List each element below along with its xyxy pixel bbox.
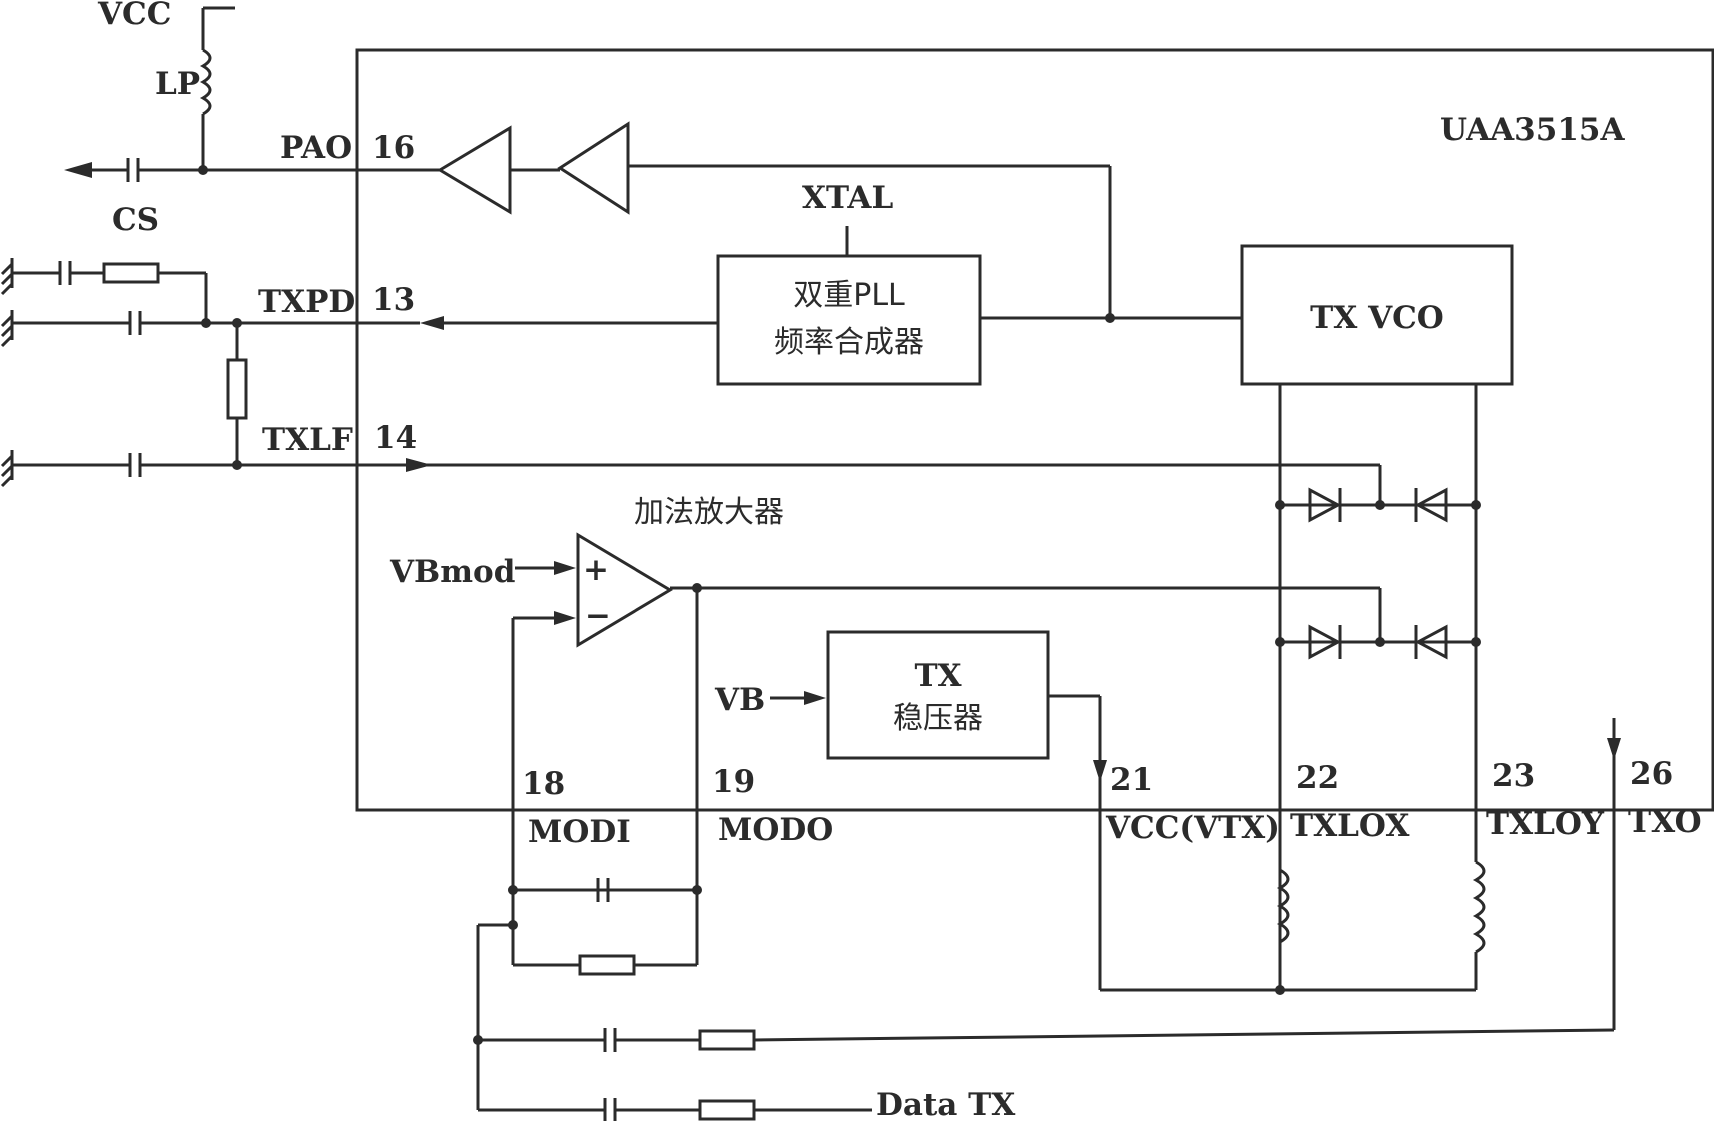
pin-txo-name: TXO — [1628, 804, 1702, 840]
pin-modo-number: 19 — [712, 764, 755, 800]
pin-pao-name: PAO — [280, 130, 352, 166]
pin-txloy-name: TXLOY — [1486, 806, 1605, 842]
tank-inductor-1 — [1276, 868, 1290, 944]
supply-network — [64, 6, 440, 182]
chip-name: UAA3515A — [1440, 112, 1625, 148]
ground-symbol-1 — [0, 258, 14, 296]
pin-modi-name: MODI — [528, 814, 631, 850]
opamp-minus: − — [585, 598, 611, 634]
loop-filter-network — [0, 258, 1380, 488]
pao-output-arrow — [64, 162, 92, 178]
summing-amp-label: 加法放大器 — [634, 495, 784, 530]
chip-outline — [355, 48, 1714, 812]
varactor-diode-3 — [1308, 624, 1342, 660]
vbmod-label: VBmod — [389, 554, 515, 590]
varactor-network — [1275, 384, 1481, 990]
regulator-label-line2: 稳压器 — [893, 701, 983, 736]
cs-label: CS — [112, 202, 159, 238]
pin-txlox-name: TXLOX — [1290, 808, 1410, 844]
pin-txpd-name: TXPD — [258, 284, 355, 320]
xtal-label: XTAL — [802, 180, 893, 216]
pin-modo-name: MODO — [718, 812, 833, 848]
vco-label: TX VCO — [1310, 300, 1444, 336]
summing-amplifier — [576, 532, 673, 648]
pin-txlf-name: TXLF — [262, 422, 353, 458]
data-resistor — [698, 1099, 756, 1121]
lp-inductor — [199, 48, 212, 116]
feedback-resistor — [578, 954, 636, 976]
vb-label: VB — [714, 682, 765, 718]
pin-pao-number: 16 — [372, 130, 415, 166]
tank-inductors — [1100, 860, 1486, 995]
varactor-diode-1 — [1308, 487, 1342, 523]
varactor-diode-4 — [1414, 624, 1448, 660]
filter-resistor-1 — [102, 262, 160, 284]
filter-resistor-2 — [226, 358, 248, 420]
pin-vcc-vtx-name: VCC(VTX) — [1105, 810, 1280, 846]
txo-feedback-resistor — [698, 1029, 756, 1051]
pll-label-line1: 双重PLL — [793, 278, 905, 313]
pin-txlox-number: 22 — [1296, 760, 1339, 796]
pa-buffer-2 — [557, 121, 630, 215]
pin-modi-number: 18 — [522, 766, 565, 802]
pin-txlf-number: 14 — [374, 420, 417, 456]
ground-symbol-3 — [0, 450, 14, 488]
pll-synthesizer-block — [716, 254, 982, 386]
pin-vcc-vtx-number: 21 — [1110, 762, 1153, 798]
tx-regulator-block — [826, 630, 1050, 760]
opamp-plus: + — [583, 552, 609, 588]
pa-buffer-1 — [437, 125, 512, 215]
feedback-network — [473, 878, 1615, 1121]
pll-label-line2: 频率合成器 — [774, 325, 924, 360]
tx-vco-block — [1240, 244, 1514, 386]
pin-txo-number: 26 — [1630, 756, 1673, 792]
tank-inductor-2 — [1472, 860, 1486, 954]
regulator-label-line1: TX — [914, 658, 962, 694]
pin-txpd-number: 13 — [372, 282, 415, 318]
pin-txloy-number: 23 — [1492, 758, 1535, 794]
ground-symbol-2 — [0, 310, 14, 348]
data-tx-label: Data TX — [876, 1087, 1016, 1121]
varactor-diode-2 — [1414, 487, 1448, 523]
lp-label: LP — [155, 66, 200, 102]
vcc-label: VCC — [97, 0, 171, 32]
